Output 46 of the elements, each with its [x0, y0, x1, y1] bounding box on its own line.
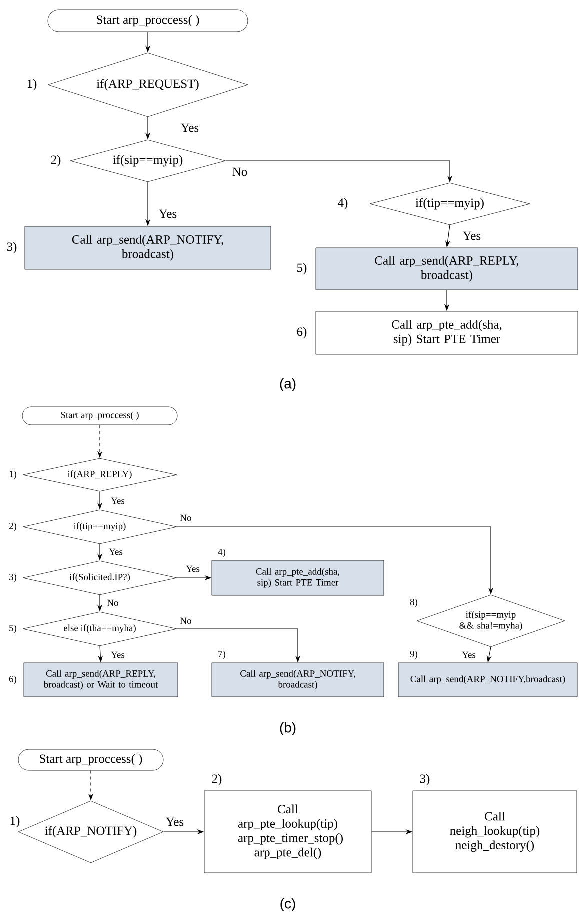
edge-label: Yes [180, 122, 200, 134]
edge-label: Yes [108, 548, 124, 556]
edge-label: Yes [164, 816, 186, 828]
start-terminal: Start arp_proccess( ) [22, 406, 178, 426]
start-terminal: Start arp_proccess( ) [48, 10, 248, 32]
subfigure-caption: (a) [280, 378, 296, 392]
start-terminal: Start arp_proccess( ) [18, 749, 164, 771]
step-number: 3) [10, 574, 17, 582]
process-box: Call arp_pte_add(sha, sip) Start PTE Timer [212, 560, 384, 596]
edge-label: Yes [185, 564, 201, 574]
step-number: 3) [7, 242, 17, 254]
step-number: 4) [218, 548, 226, 558]
edge-label: No [179, 514, 193, 522]
step-number: 5) [10, 624, 17, 634]
edge-label: Yes [158, 208, 178, 220]
step-number: 1) [10, 470, 17, 480]
step-number: 2) [9, 522, 17, 532]
step-number: 6) [9, 676, 17, 684]
edge-label: Yes [110, 650, 126, 660]
process-box: Call arp_send(ARP_NOTIFY,broadcast) [398, 662, 578, 698]
process-box: Call neigh_lookup(tip) neigh_destory() [412, 790, 578, 874]
step-number: 3) [420, 774, 430, 786]
process-box: Call arp_send(ARP_REPLY, broadcast) [316, 248, 578, 290]
step-number: 1) [28, 79, 37, 91]
process-box: Call arp_send(ARP_NOTIFY, broadcast) [212, 662, 384, 698]
step-number: 9) [410, 650, 418, 660]
step-number: 4) [338, 198, 348, 210]
step-number: 2) [212, 774, 222, 786]
subfigure-caption: (b) [280, 722, 296, 736]
edge-label: No [179, 616, 193, 626]
process-box: Call arp_send(ARP_NOTIFY, broadcast) [24, 226, 272, 270]
subfigure-caption: (c) [280, 898, 296, 912]
step-number: 2) [51, 155, 61, 167]
edge-label: No [231, 166, 249, 178]
step-number: 8) [410, 598, 418, 608]
step-number: 5) [298, 263, 307, 275]
edge-label: No [106, 598, 120, 608]
process-box: Call arp_pte_add(sha, sip) Start PTE Timer [316, 311, 578, 355]
edge-label: Yes [462, 230, 482, 242]
step-number: 1) [10, 816, 20, 828]
process-box: Call arp_pte_lookup(tip) arp_pte_timer_stop() arp_pte_del() [204, 790, 372, 874]
step-number: 7) [218, 650, 226, 660]
process-box: Call arp_send(ARP_REPLY, broadcast) or Wait to timeout [24, 662, 178, 698]
step-number: 6) [297, 327, 307, 339]
edge-label: Yes [110, 496, 126, 506]
edge-label: Yes [461, 650, 477, 660]
